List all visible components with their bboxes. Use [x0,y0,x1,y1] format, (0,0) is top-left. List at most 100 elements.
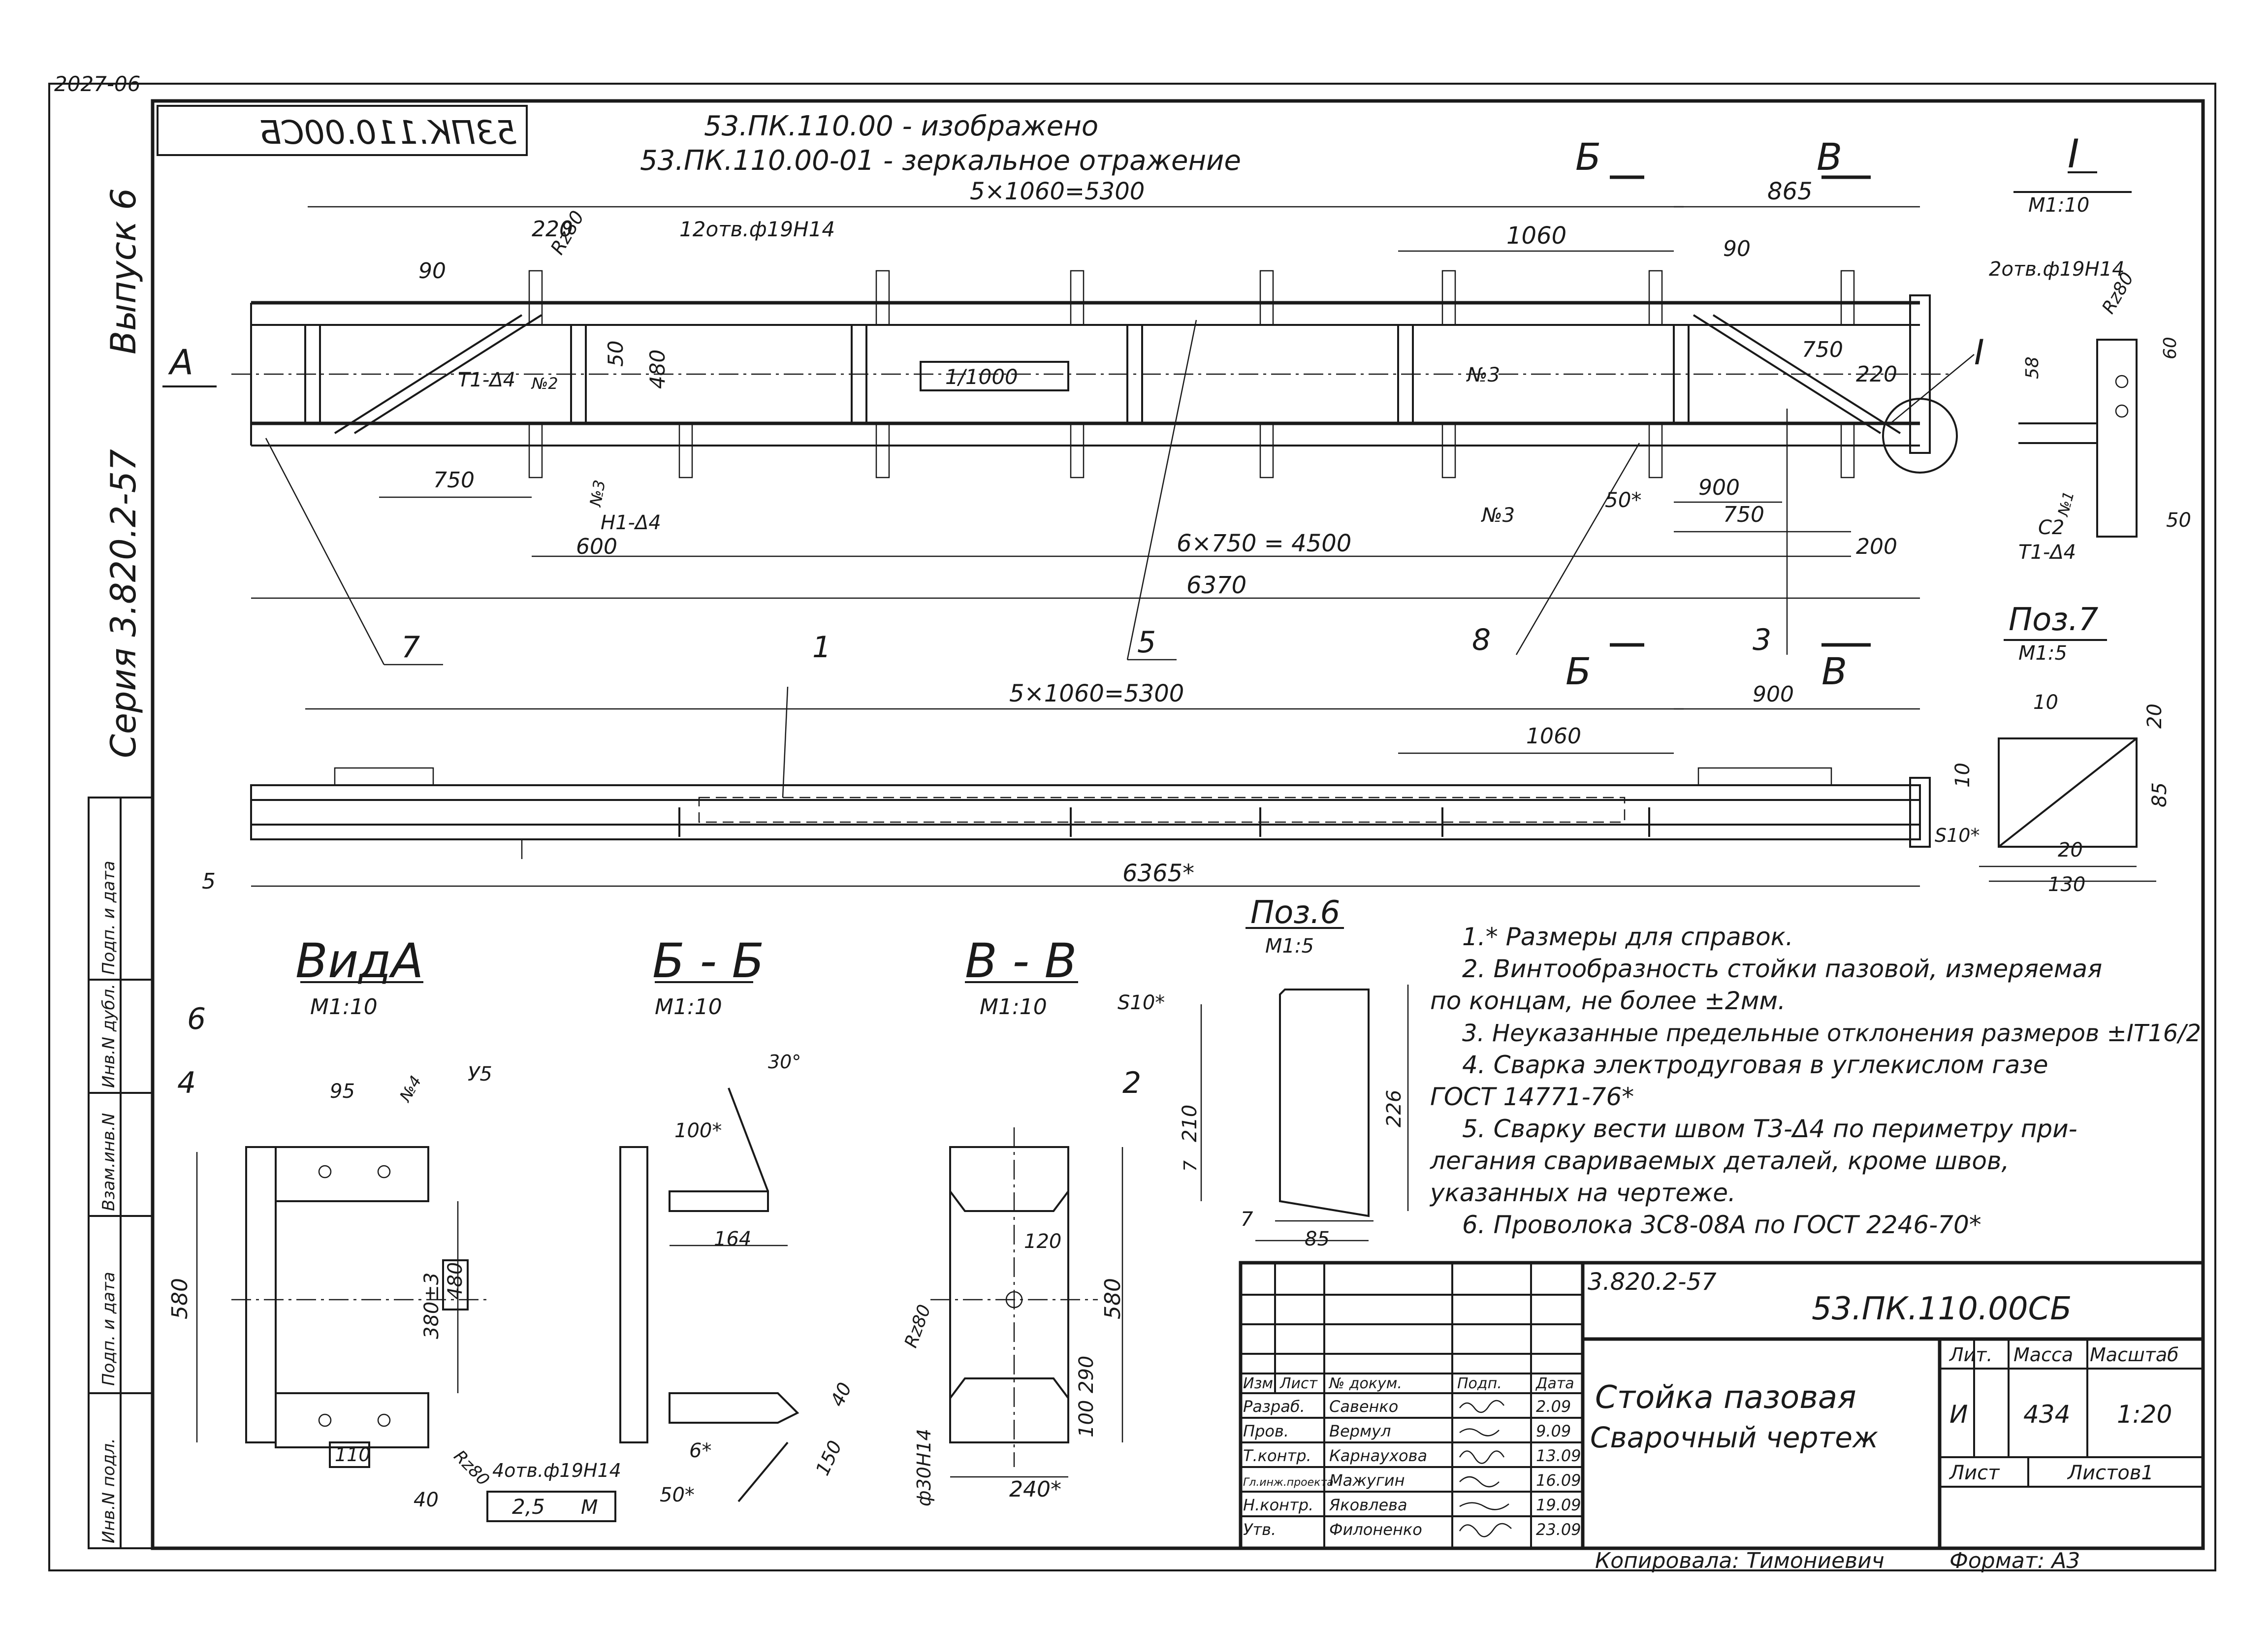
pos7-d130: 130 [2048,873,2085,896]
plan-sec-V-bot: В [1821,649,1847,693]
plan-slope: 1/1000 [945,365,1018,389]
pos6-d85: 85 [1305,1228,1330,1250]
tb-row2-role: Пров. [1243,1422,1289,1440]
viewA-d95: 95 [330,1080,355,1103]
sectionVV-p2: 2 [1122,1066,1141,1100]
viewA-d380: 380±3 [420,1273,443,1339]
plan-n3a: №3 [1466,364,1500,386]
tb-col-izm: Изм. [1243,1375,1278,1392]
note-5c: указанных на чертеже. [1429,1179,1736,1207]
note-5b: легания свариваемых деталей, кроме швов, [1430,1147,2009,1175]
sectionBB-d164: 164 [714,1228,751,1250]
side-table-inv: Инв.N подл. [99,1438,119,1543]
detail-I [2013,171,2138,538]
pos7-d10b: 10 [1951,763,1974,788]
signatures [1459,1400,1512,1537]
elev-top-dim: 5×1060=5300 [1009,680,1184,707]
note-4a: 4. Сварка электродуговая в углекислом га… [1462,1051,2048,1079]
viewA-title: ВидА [295,933,423,989]
sectionBB-title: Б - Б [652,933,764,989]
detail-I-weld2: Т1-Δ4 [2018,541,2076,564]
plan-weld-t1: Т1-Δ4 [458,369,515,391]
detail-I-d58: 58 [2022,356,2043,379]
note-4b: ГОСТ 14771-76* [1430,1083,1634,1111]
viewA-rz: Rz80 [450,1446,493,1490]
plan-sec-B-bot: Б [1565,649,1591,693]
detail-I-holes: 2отв.ф19Н14 [1989,258,2125,281]
sectionVV-d120: 120 [1024,1230,1061,1253]
sectionBB-d6: 6* [689,1439,711,1462]
plan-holes-note: 12отв.ф19Н14 [679,217,835,241]
tb-row3-role: Т.контр. [1243,1446,1311,1465]
side-table [88,797,154,1549]
viewA-tol: 2,5 [512,1495,545,1519]
pos6-d7a: 7 [1181,1160,1201,1172]
plan-view-A: А [168,342,193,383]
plan-sec-B-top: Б [1575,135,1601,179]
note-2b: по концам, не более ±2мм. [1430,987,1786,1015]
viewA-weld: У5 [468,1063,492,1086]
title-block [1239,1261,2205,1550]
tb-lit: И [1949,1400,1968,1429]
side-table-sign2: Подп. и дата [99,861,119,975]
plan-dim-90a: 90 [418,258,446,284]
plan-dim-6370: 6370 [1186,572,1246,599]
tb-row4-role: Гл.инж.проекта [1243,1476,1334,1489]
sectionVV-d290: 290 [1075,1356,1098,1393]
plan-top-dim: 5×1060=5300 [970,178,1145,205]
footer-format: Формат: А3 [1949,1548,2080,1573]
plan-pos-5: 5 [1137,625,1156,660]
sectionBB-d50: 50* [660,1484,695,1506]
plan-dim-6x750: 6×750 = 4500 [1177,530,1351,557]
sectionVV-hole: ф30Н14 [913,1429,935,1506]
sectionVV-d580: 580 [1100,1278,1125,1319]
header-line-1: 53.ПК.110.00 - изображено [704,110,1098,142]
plan-n2: №2 [531,374,558,393]
elev-pos-1: 1 [812,630,831,665]
tb-row5-name: Яковлева [1329,1496,1407,1514]
note-1: 1.* Размеры для справок. [1462,923,1793,951]
tb-row6-role: Утв. [1243,1520,1276,1539]
side-table-replace: Взам.инв.N [99,1113,119,1211]
elevation-view [250,686,1931,887]
elev-dim-6365: 6365* [1122,860,1194,887]
detail-I-title: I [2068,131,2079,177]
viewA-d110: 110 [335,1444,371,1466]
pos6-s: S10* [1118,991,1165,1014]
pos6-detail [1200,927,1409,1242]
mirrored-stamp: 53ПК.110.00СБ [259,114,517,152]
plan-dim-750b: 750 [433,468,475,493]
sectionBB-scale: М1:10 [655,994,722,1020]
section-VV [930,981,1123,1478]
tb-code: 53.ПК.110.00СБ [1812,1291,2072,1327]
tb-row5-date: 19.09 [1536,1496,1581,1514]
pos7-d85: 85 [2148,782,2171,807]
tb-row6-date: 23.09 [1536,1520,1581,1539]
plan-view [162,175,1975,666]
side-table-dup: Инв.N дубл. [99,984,119,1088]
viewA-holes: 4отв.ф19Н14 [492,1460,621,1481]
corner-stamp: 2027-06 [54,72,141,96]
pos7-d10a: 10 [2033,691,2058,714]
tb-row1-date: 2.09 [1536,1397,1571,1416]
tb-col-doc: № докум. [1328,1375,1402,1392]
plan-dim-600: 600 [576,534,617,559]
tb-row2-name: Вермул [1329,1422,1391,1440]
section-BB [619,981,799,1502]
elev-pos-5: 5 [202,869,216,894]
plan-dim-220a: 220 [532,217,573,242]
plan-sec-V-top: В [1817,135,1842,179]
pos6-d226: 226 [1383,1090,1406,1127]
mirrored-stamp-box [157,105,528,156]
tb-scale: 1:20 [2117,1400,2172,1429]
viewA-p6: 6 [187,1002,206,1036]
detail-I-d50: 50 [2166,509,2191,532]
tb-row4-name: Мажугин [1329,1471,1405,1490]
tb-row1-role: Разраб. [1243,1397,1305,1416]
pos6-d7b: 7 [1241,1208,1253,1231]
tb-row4-date: 16.09 [1536,1471,1581,1490]
plan-dim-50star: 50* [1605,488,1641,512]
plan-dim-220b: 220 [1856,362,1897,387]
detail-I-d60: 60 [2160,337,2180,359]
